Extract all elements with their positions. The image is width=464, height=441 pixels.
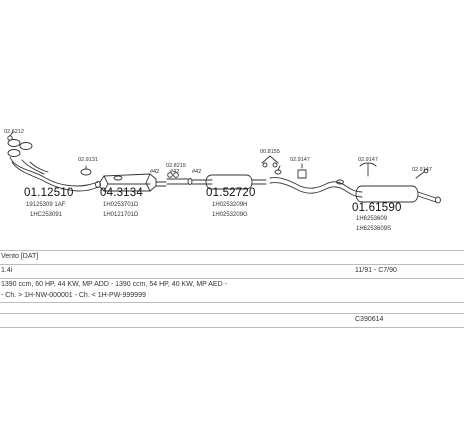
clamp-00-8155-drawing [261,155,279,168]
clamp-00-8155-label: 00.8155 [260,149,280,155]
spec-text: 1390 ccm, 60 HP, 44 KW, MP ADD - 1390 cc… [1,281,227,288]
front-pipe-ref1: 19125309 1AF [26,202,66,208]
clamp-02-8215-drawing [166,172,193,185]
clamp-02-9131-label: 02.9131 [78,157,98,163]
mount-02-9147-label: 02.9147 [290,157,310,163]
table-divider [0,327,464,328]
table-divider [0,264,464,265]
clamp-02-6212-drawing [7,131,14,141]
middle-silencer-ref1: 1H0253209H [212,202,248,208]
catalytic-converter-drawing [99,173,167,192]
table-divider [0,250,464,251]
front-pipe-drawing [7,139,101,192]
cat-converter-ref1: 1H0253701D [103,202,139,208]
engine-text: 1.4i [1,267,13,274]
vehicle-info-table: Vento [DAT] 1.4i 11/91 - C7/90 1390 ccm,… [0,250,464,330]
exhaust-diagram: 02.6212 01.12510 19125309 1AF 1HC253091 … [4,129,441,232]
hanger-right-drawing [415,168,429,179]
middle-silencer-code: 01.52720 [206,187,256,199]
front-pipe-code: 01.12510 [24,187,74,199]
catalog-code: C390614 [355,316,384,323]
clamp-02-9147-drawing [297,163,307,179]
front-pipe-ref2: 1HC253091 [30,212,63,218]
clamp-02-6212-label: 02.6212 [4,129,24,135]
rear-pipe-drawing [269,165,363,198]
middle-silencer-ref2: 1H0253209G [212,212,248,218]
table-divider [0,278,464,279]
chassis-text: - Ch. > 1H-NW-000001 - Ch. < 1H-PW-99999… [1,292,146,299]
period-text: 11/91 - C7/90 [355,267,397,274]
gasket-tag-1: #42 [170,169,180,175]
cat-tag: #42 [150,169,160,175]
middle-silencer-drawing [191,174,267,190]
hanger-02-9147-label: 02.9147 [358,157,378,163]
cat-converter-ref2: 1H0121701D [103,212,139,218]
clamp-02-8215-label: 02.8215 [166,163,186,169]
hanger-02-9147-drawing [359,162,377,177]
rear-silencer-ref1: 1H6253609 [356,216,388,222]
model-text: Vento [DAT] [1,253,39,260]
table-divider [0,313,464,314]
clamp-02-9131-drawing [80,165,92,176]
rear-silencer-drawing [355,185,441,204]
rear-silencer-ref2: 1H6253609S [356,226,392,232]
rear-silencer-code: 01.61590 [352,202,402,214]
gasket-tag-2: #42 [192,169,202,175]
exhaust-parts-drawing [7,131,441,204]
hanger-right-label: 02.9147 [412,167,432,173]
table-divider [0,302,464,303]
cat-converter-code: 04.3134 [100,187,143,199]
